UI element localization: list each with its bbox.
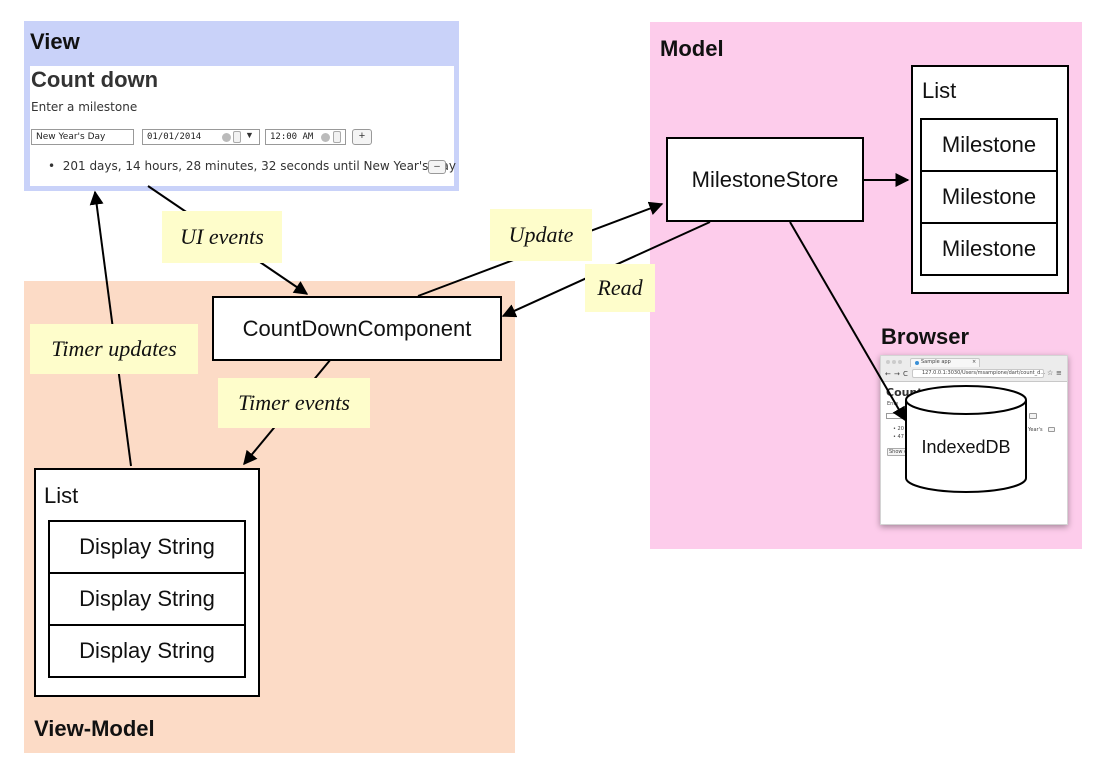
time-spinner-icon[interactable] [333,131,341,143]
vm-list-item: Display String [48,572,246,626]
count-down-component-label: CountDownComponent [242,315,472,341]
browser-tab [910,358,980,367]
back-icon: ← [885,370,891,378]
ui-events-label: UI events [162,211,282,263]
reload-icon: C [903,370,908,378]
app-title: Count down [31,67,159,92]
milestone-store-box: MilestoneStore [666,137,864,222]
indexed-db-label: IndexedDB [921,437,1011,457]
milestone-name-input[interactable]: New Year's Day [31,129,134,145]
browser-tab-label: Sample app [921,359,951,365]
browser-page-trailing: Year's [1028,427,1043,433]
address-bar-url: 127.0.0.1:3030/Users/msampione/dart/coun… [922,370,1046,376]
vm-list-item: Display String [48,624,246,678]
browser-page-remove-button [1048,427,1055,432]
model-list-item: Milestone [920,222,1058,276]
view-region-title: View [30,29,80,54]
vm-list-item: Display String [48,520,246,574]
remove-milestone-button[interactable]: – [428,160,446,174]
count-down-component-box: CountDownComponent [212,296,502,361]
browser-page-prompt: Ente [887,401,899,407]
browser-page-item-1: • 20 [893,426,904,432]
milestone-date-input[interactable]: 01/01/2014 [142,129,260,145]
time-value: 12:00 AM [270,132,314,142]
window-zoom-icon [898,360,902,364]
milestone-item-text: 201 days, 14 hours, 28 minutes, 32 secon… [62,159,456,173]
add-milestone-button[interactable]: + [352,129,372,145]
browser-menu-icon: ≡ [1056,369,1062,377]
store-to-indexeddb-arrow [789,221,906,422]
indexed-db-cylinder [905,385,1027,493]
tab-favicon-icon [915,361,919,365]
browser-page-item-2: • 47 [893,434,904,440]
browser-page-add-button [1029,413,1037,419]
view-app-screenshot [30,66,454,186]
window-minimize-icon [892,360,896,364]
tab-close-icon: × [972,359,977,365]
model-list-item: Milestone [920,170,1058,224]
vm-list-title: List [44,483,79,508]
milestone-store-label: MilestoneStore [691,166,839,192]
view-model-region-title: View-Model [34,716,155,741]
update-label: Update [490,209,592,261]
model-region-title: Model [660,36,724,61]
date-value: 01/01/2014 [147,132,202,142]
address-bar [912,369,1044,378]
window-close-icon [886,360,890,364]
model-list-title: List [922,78,957,103]
model-list-item: Milestone [920,118,1058,172]
milestone-prompt: Enter a milestone [31,100,138,114]
timer-events-label: Timer events [218,378,370,428]
bookmark-star-icon: ☆ [1047,369,1054,377]
timer-updates-label: Timer updates [30,324,198,374]
milestone-list-item: • 201 days, 14 hours, 28 minutes, 32 sec… [48,159,456,173]
forward-icon: → [894,370,900,378]
date-spinner-icon[interactable] [233,131,241,143]
read-label: Read [585,264,655,312]
date-dropdown-icon[interactable]: ▼ [245,130,254,140]
browser-region-title: Browser [881,324,970,349]
date-clear-icon[interactable] [222,133,231,142]
time-clear-icon[interactable] [321,133,330,142]
